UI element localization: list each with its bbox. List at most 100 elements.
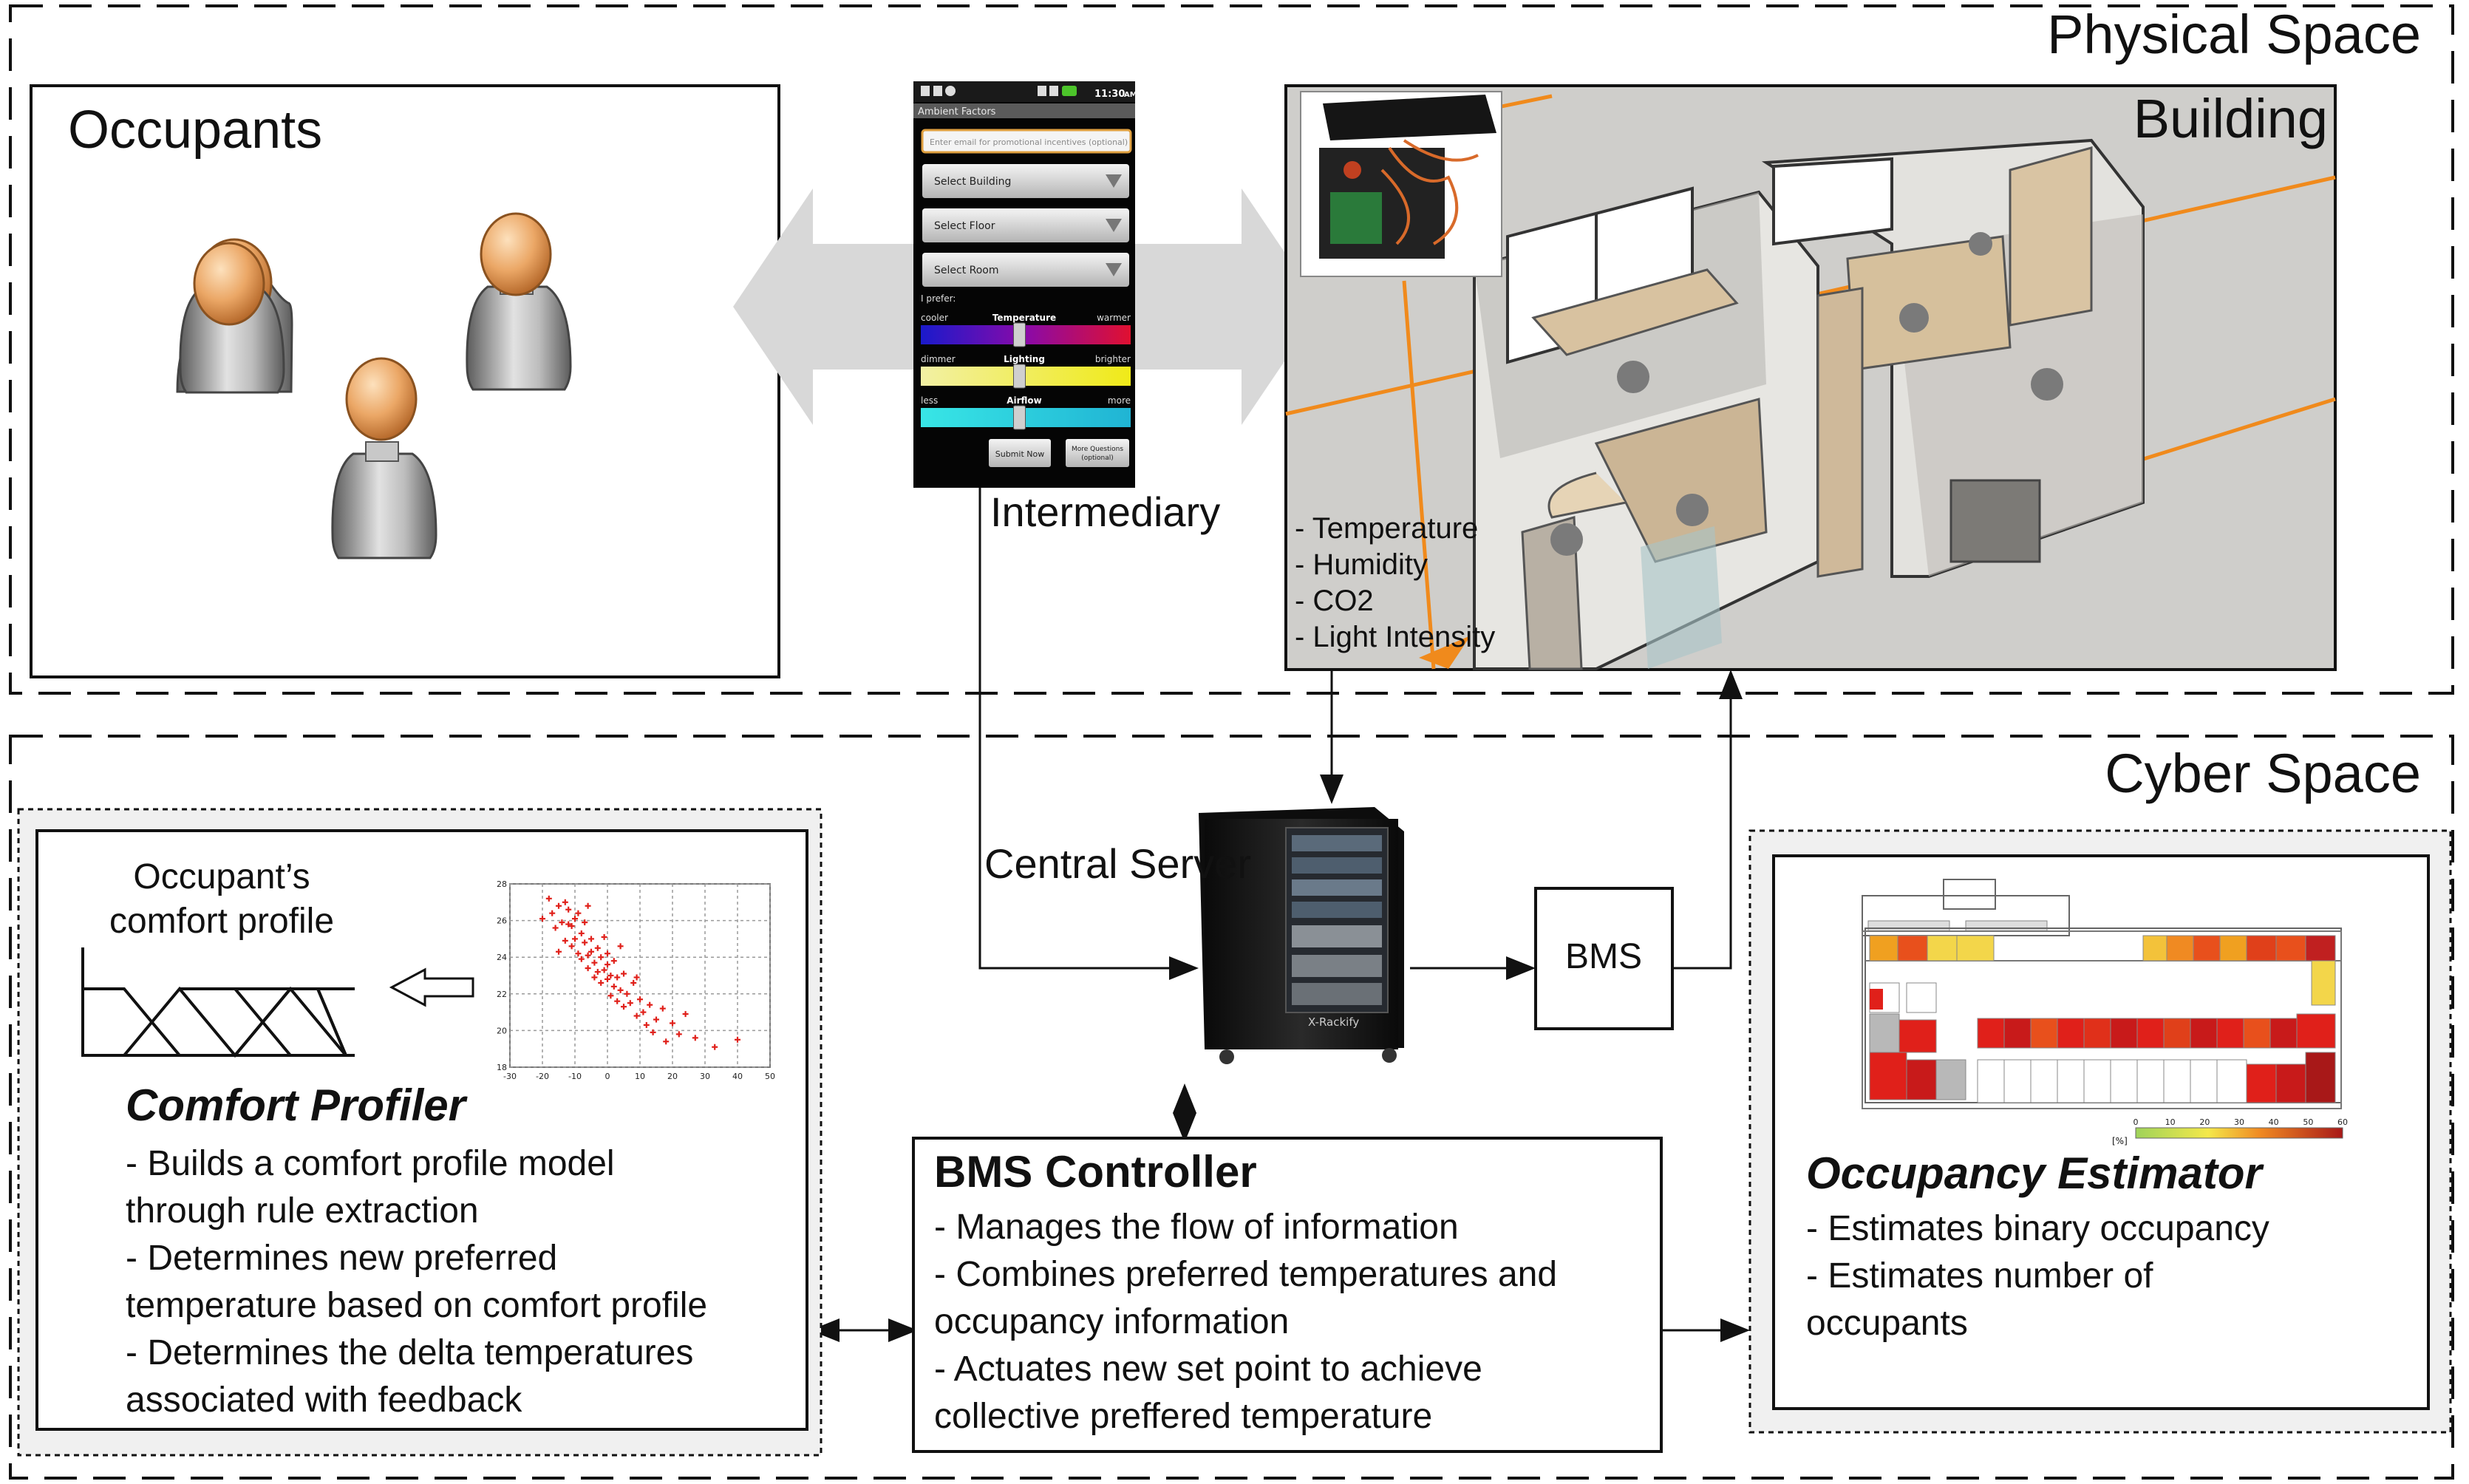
scatter-point xyxy=(617,987,624,993)
scatter-point xyxy=(663,1038,670,1045)
scatter-y-tick: 24 xyxy=(497,953,507,962)
physical-space-region xyxy=(9,4,2454,695)
occupants-title: Occupants xyxy=(68,101,322,160)
slider-knob[interactable] xyxy=(1013,405,1026,430)
sensor-item: - CO2 xyxy=(1295,585,1374,617)
scatter-point xyxy=(610,983,617,990)
server-rack-icon: X-Rackify xyxy=(1199,807,1404,1064)
scatter-point xyxy=(650,1029,656,1035)
scatter-y-tick: 18 xyxy=(497,1063,507,1072)
chevron-down-icon xyxy=(1106,263,1122,276)
scatter-point xyxy=(598,979,605,986)
comfort-profile-caption: Occupant’s xyxy=(133,857,310,896)
scatter-x-tick: 50 xyxy=(765,1072,775,1081)
email-input[interactable] xyxy=(921,129,1132,154)
scatter-point xyxy=(582,919,588,926)
svg-text:more: more xyxy=(1108,395,1131,406)
scatter-point xyxy=(559,919,565,926)
sync-icon xyxy=(945,86,956,96)
scatter-point xyxy=(659,1005,666,1012)
scatter-point xyxy=(647,1001,653,1008)
scatter-point xyxy=(621,970,627,977)
occupant-icon xyxy=(179,242,285,394)
scatter-point xyxy=(556,902,562,909)
scatter-point xyxy=(562,899,568,905)
scatter-point xyxy=(617,943,624,950)
comfort-profiler-line: associated with feedback xyxy=(126,1381,522,1420)
scatter-point xyxy=(539,916,545,922)
scatter-point xyxy=(643,1021,650,1028)
scatter-point xyxy=(633,974,640,981)
intermediary-label: Intermediary xyxy=(990,489,1220,535)
svg-text:Airflow: Airflow xyxy=(1007,395,1042,406)
scatter-y-tick: 28 xyxy=(497,879,507,889)
svg-text:dimmer: dimmer xyxy=(921,354,956,364)
scatter-point xyxy=(591,959,598,966)
scatter-point xyxy=(607,993,614,999)
scatter-point xyxy=(627,1000,633,1007)
scatter-point xyxy=(594,969,601,976)
sensor-item: - Light Intensity xyxy=(1295,621,1495,653)
email-placeholder: Enter email for promotional incentives (… xyxy=(930,137,1128,147)
legend-tick: 60 xyxy=(2337,1117,2348,1127)
prefer-label: I prefer: xyxy=(921,293,956,304)
scatter-point xyxy=(675,1031,682,1038)
scatter-point xyxy=(585,965,591,972)
scatter-point xyxy=(712,1044,718,1050)
select-floor[interactable]: Select Floor xyxy=(922,208,1129,242)
scatter-point xyxy=(601,933,607,940)
battery-icon xyxy=(1062,86,1077,96)
cyber-space-title: Cyber Space xyxy=(2105,743,2421,804)
occupant-icon xyxy=(331,357,437,559)
svg-text:less: less xyxy=(921,395,938,406)
slider-knob[interactable] xyxy=(1013,364,1026,389)
wifi-icon xyxy=(1038,86,1046,96)
scatter-point xyxy=(588,936,594,942)
airflow-slider[interactable]: less Airflow more xyxy=(921,395,1131,430)
scatter-point xyxy=(653,1016,659,1023)
status-ampm: AM xyxy=(1124,91,1137,99)
scatter-point xyxy=(575,950,582,957)
slider-knob[interactable] xyxy=(1013,322,1026,347)
select-room[interactable]: Select Room xyxy=(922,253,1129,287)
occupancy-estimator-line: - Estimates number of xyxy=(1806,1256,2153,1296)
central-server-label: Central Server xyxy=(984,840,1251,887)
svg-text:cooler: cooler xyxy=(921,313,948,323)
bms-controller-line: collective preffered temperature xyxy=(934,1397,1432,1436)
scatter-point xyxy=(549,910,556,916)
scatter-x-tick: 30 xyxy=(700,1072,710,1081)
bms-label: BMS xyxy=(1565,937,1642,976)
svg-text:Select Floor: Select Floor xyxy=(934,220,995,232)
svg-text:Temperature: Temperature xyxy=(992,313,1056,323)
scatter-y-tick: 22 xyxy=(497,990,507,999)
scatter-point xyxy=(601,967,607,973)
occupancy-estimator-title: Occupancy Estimator xyxy=(1806,1148,2265,1198)
sensor-item: - Humidity xyxy=(1295,548,1428,581)
scatter-point xyxy=(572,916,578,922)
chevron-down-icon xyxy=(1106,174,1122,188)
status-time: 11:30 xyxy=(1094,89,1125,100)
building-rendering xyxy=(1284,84,2337,671)
svg-text:brighter: brighter xyxy=(1095,354,1131,364)
comfort-profiler-line: temperature based on comfort profile xyxy=(126,1286,707,1325)
more-questions-button[interactable]: More Questions (optional) xyxy=(1066,439,1129,467)
temperature-slider[interactable]: cooler Temperature warmer xyxy=(921,313,1131,347)
scatter-y-tick: 20 xyxy=(497,1026,507,1035)
scatter-point xyxy=(630,979,637,986)
bms-controller-line: - Combines preferred temperatures and xyxy=(934,1255,1557,1294)
scatter-x-tick: 10 xyxy=(635,1072,645,1081)
scatter-point xyxy=(682,1011,689,1018)
submit-button[interactable]: Submit Now xyxy=(989,439,1051,467)
chevron-down-icon xyxy=(1106,219,1122,232)
legend-tick: 50 xyxy=(2303,1117,2313,1127)
scatter-point xyxy=(598,954,605,961)
physical-space-title: Physical Space xyxy=(2047,4,2421,65)
comfort-profiler-title: Comfort Profiler xyxy=(126,1080,469,1130)
scatter-point xyxy=(565,921,572,928)
lighting-slider[interactable]: dimmer Lighting brighter xyxy=(921,354,1131,389)
scatter-point xyxy=(591,974,598,981)
scatter-x-tick: -10 xyxy=(568,1072,582,1081)
bms-controller-box xyxy=(912,1137,1663,1453)
select-building[interactable]: Select Building xyxy=(922,164,1129,198)
